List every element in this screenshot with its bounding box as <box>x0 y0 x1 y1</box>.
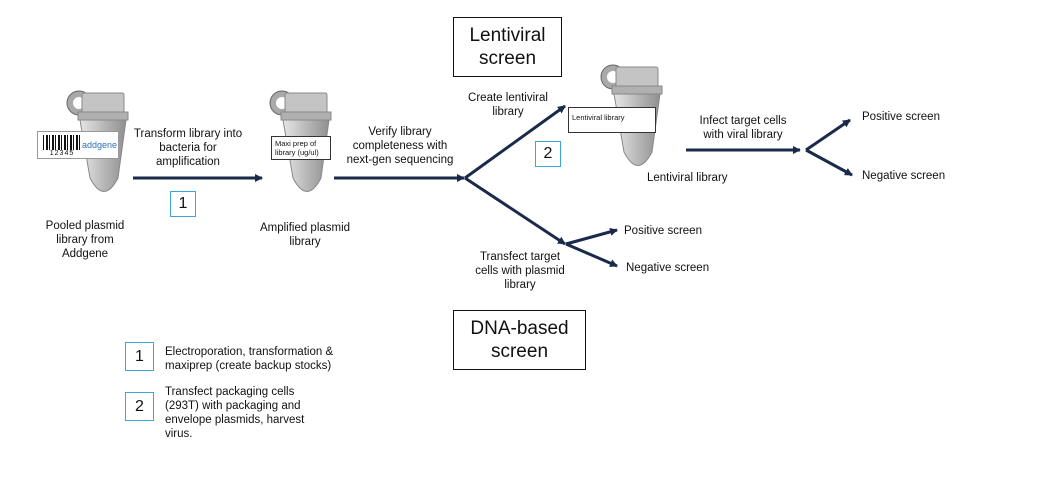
step-2-badge: 2 <box>535 141 561 167</box>
arrow-transfect <box>464 176 566 246</box>
barcode-label: 12345 addgene <box>37 131 119 159</box>
pooled-library-label: Pooled plasmid library from Addgene <box>45 220 125 260</box>
negative-screen-bottom-label: Negative screen <box>626 262 710 274</box>
step-1-badge: 1 <box>170 191 196 217</box>
barcode-digits: 12345 <box>49 150 75 157</box>
legend-2-text: Transfect packaging cells (293T) with pa… <box>165 386 305 440</box>
dna-screen-title: DNA-based screen <box>453 310 586 370</box>
transfect-target-label: Transfect target cells with plasmid libr… <box>475 251 565 291</box>
legend-2-badge: 2 <box>125 392 154 421</box>
verify-edge-label: Verify library completeness with next-ge… <box>346 126 454 166</box>
arrow-negative-top <box>805 148 853 177</box>
legend-1-text: Electroporation, transformation & maxipr… <box>165 346 334 372</box>
transform-edge-label: Transform library into bacteria for ampl… <box>133 128 243 168</box>
barcode-icon <box>43 135 81 150</box>
lentiviral-screen-text: Lentiviral screen <box>469 25 546 69</box>
negative-screen-top-label: Negative screen <box>862 170 946 182</box>
arrow-positive-top <box>805 118 851 152</box>
amplified-library-label: Amplified plasmid library <box>259 222 351 248</box>
positive-screen-bottom-label: Positive screen <box>624 225 702 237</box>
dna-screen-text: DNA-based screen <box>470 318 569 362</box>
create-lentiviral-label: Create lentiviral library <box>468 92 548 118</box>
lentiviral-tag-label: Lentiviral library <box>568 107 656 133</box>
addgene-logo: addgene <box>82 140 118 150</box>
maxi-prep-label: Maxi prep of library (ug/ul) <box>271 136 331 160</box>
arrow-negative-bottom <box>565 242 618 268</box>
infect-target-label: Infect target cells with viral library <box>699 115 787 141</box>
lentiviral-library-label: Lentiviral library <box>647 172 728 184</box>
arrow-create-lentiviral <box>464 104 566 180</box>
lentiviral-screen-title: Lentiviral screen <box>453 17 562 77</box>
arrow-positive-bottom <box>565 227 618 246</box>
positive-screen-top-label: Positive screen <box>862 111 940 123</box>
legend-1-badge: 1 <box>125 342 154 371</box>
